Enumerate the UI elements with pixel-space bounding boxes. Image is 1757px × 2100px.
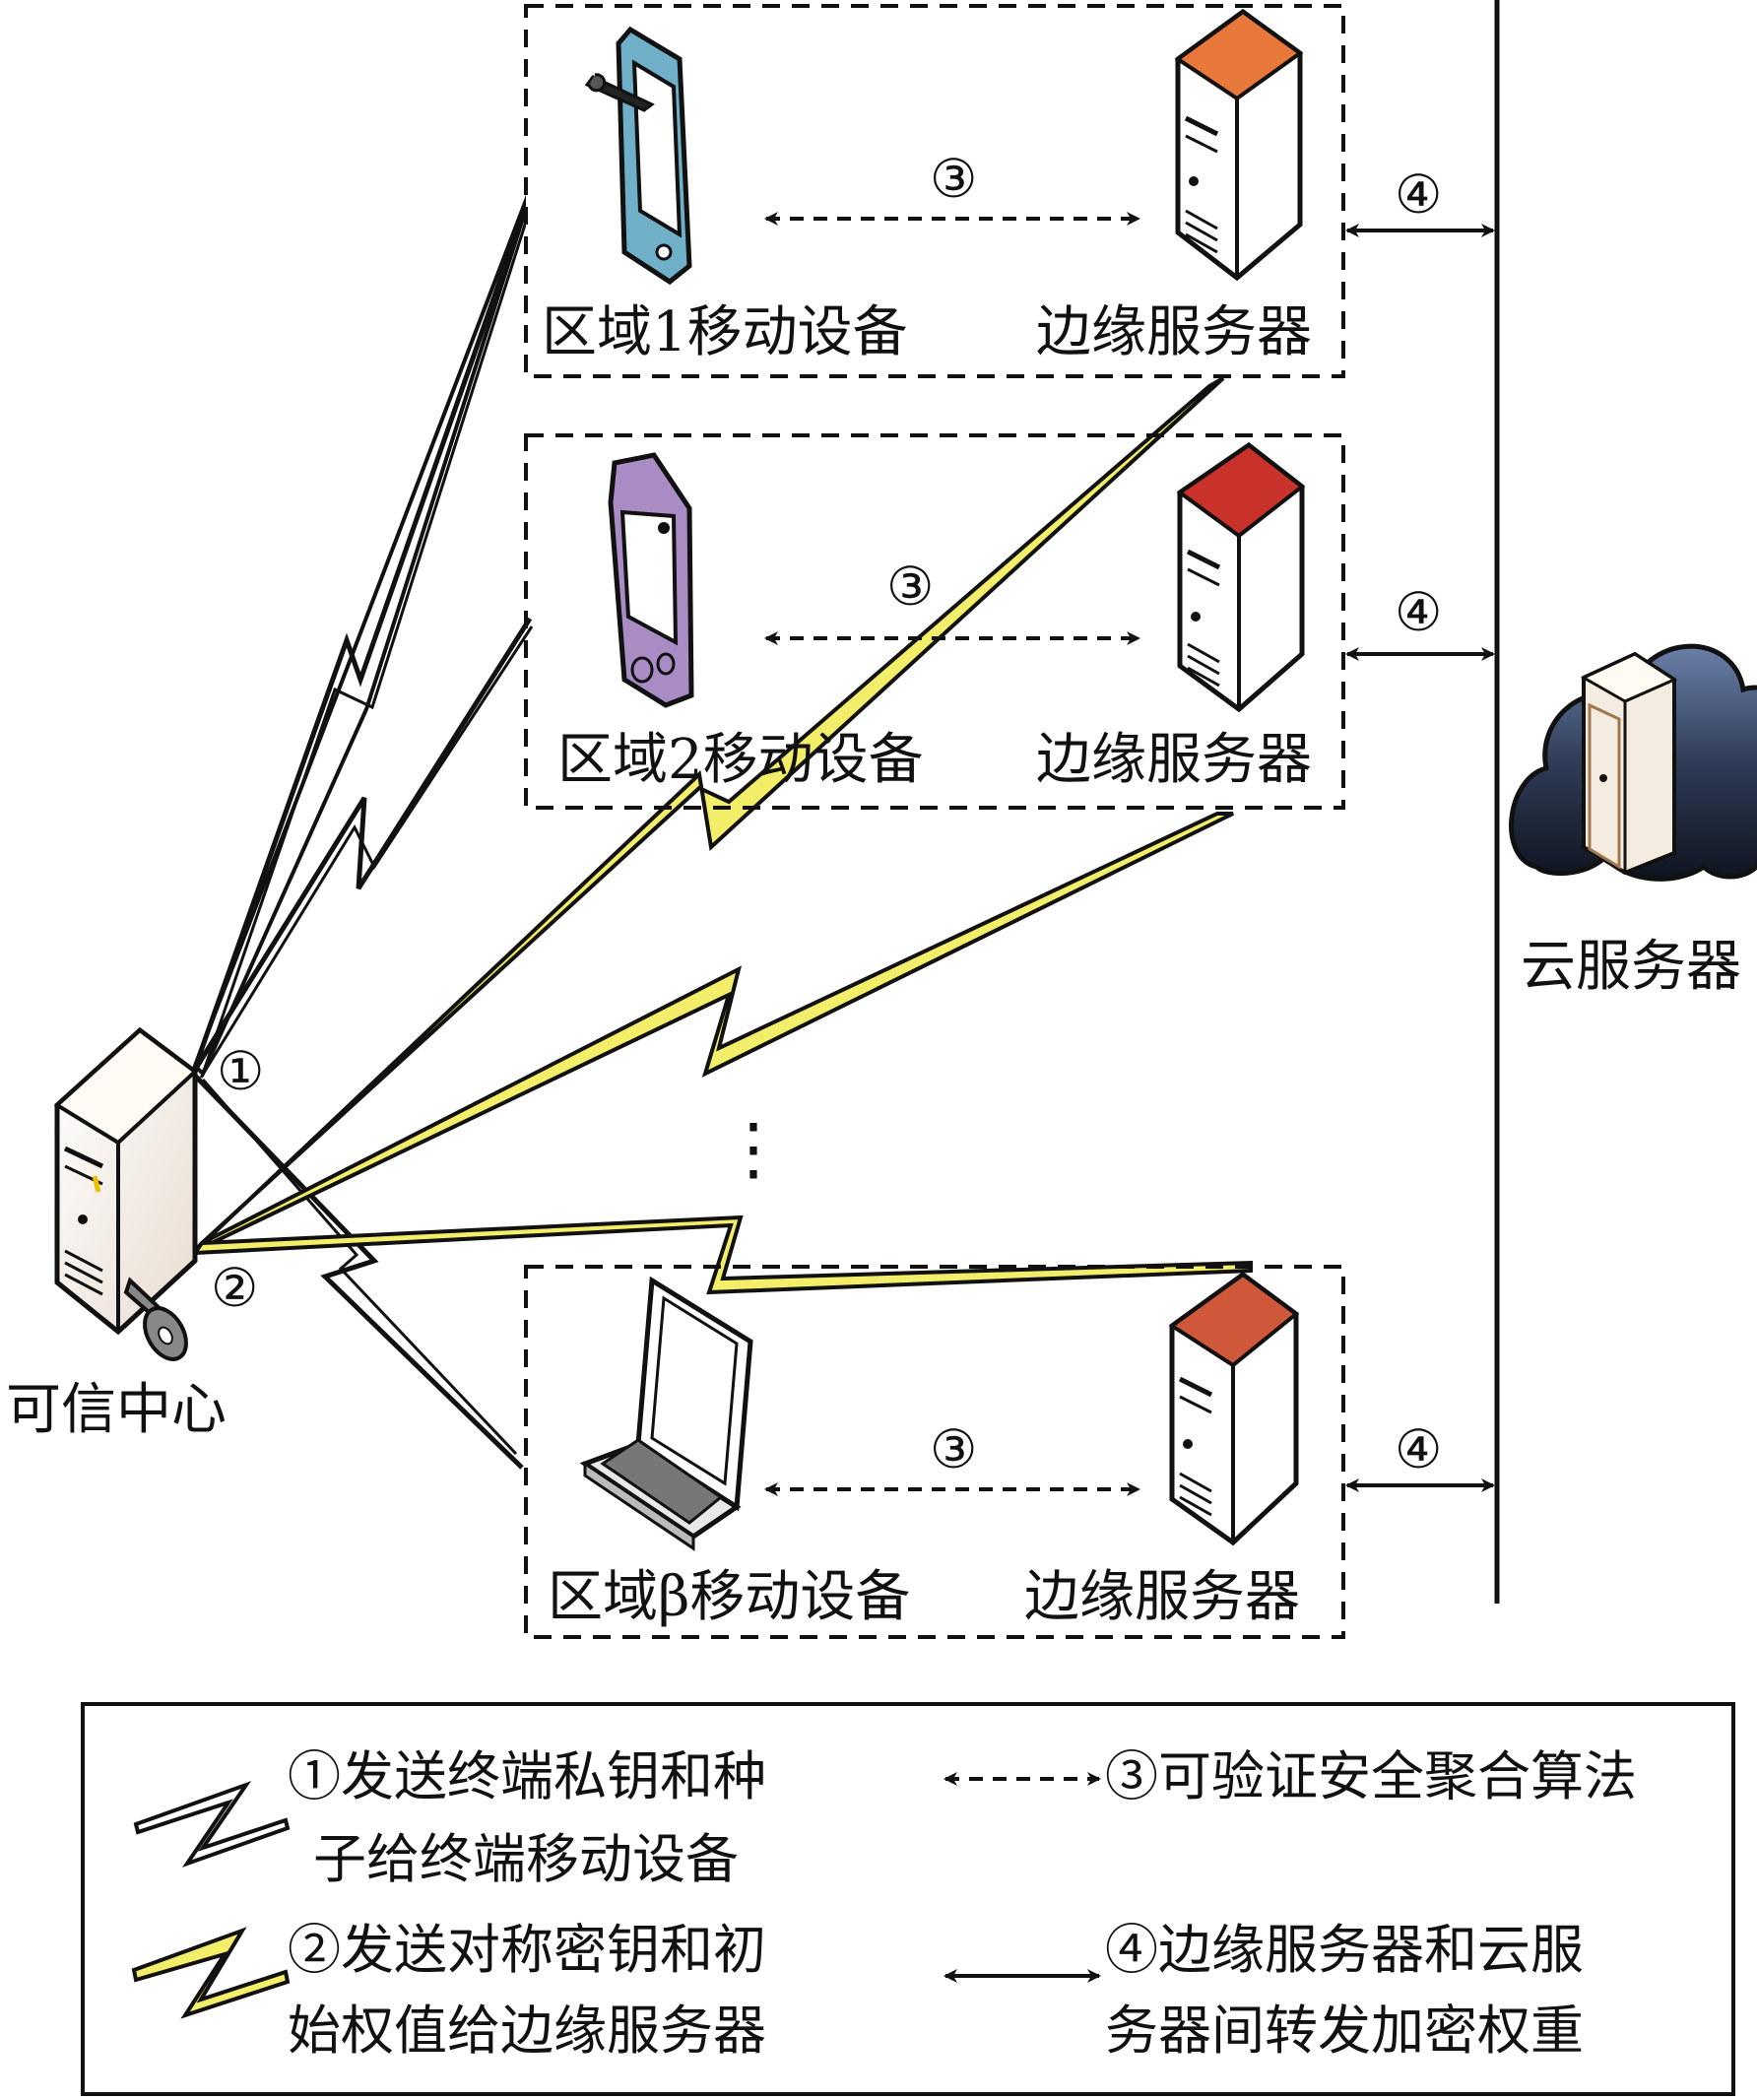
yellow-bolt-to-server-beta: [191, 1214, 1253, 1295]
region2-device-label: 区域2移动设备: [557, 728, 924, 792]
region-beta-box: [524, 1265, 1345, 1639]
step4-label: ④: [1395, 581, 1442, 643]
ellipsis: ⋮: [719, 1108, 788, 1189]
region-beta-device-label: 区域β移动设备: [548, 1565, 910, 1629]
legend-item3-line1: ③可验证安全聚合算法: [1105, 1745, 1637, 1807]
edge-server-icon: [1174, 8, 1304, 282]
legend-item2-line1: ②发送对称密钥和初: [288, 1919, 766, 1981]
trusted-center-label: 可信中心: [6, 1378, 227, 1442]
cloud-server-label: 云服务器: [1521, 935, 1741, 999]
region2-server-label: 边缘服务器: [1036, 728, 1312, 792]
trusted-center-server-icon: [53, 1026, 199, 1336]
legend-item1-line2: 子给终端移动设备: [313, 1828, 739, 1890]
step3-label: ③: [930, 1418, 977, 1480]
legend-item2-line2: 始权值给边缘服务器: [288, 2000, 766, 2062]
region1-server-label: 边缘服务器: [1036, 300, 1312, 364]
pda-icon: [608, 452, 694, 708]
laptop-icon: [579, 1276, 753, 1551]
yellow-bolt-to-server2: [193, 812, 1234, 1253]
legend-yellow-bolt-icon: [131, 1927, 291, 2019]
region1-device-label: 区域1移动设备: [542, 300, 908, 364]
region-beta-server-label: 边缘服务器: [1024, 1565, 1300, 1629]
legend-box: [81, 1702, 1735, 2096]
step4-label: ④: [1395, 164, 1442, 226]
step1-label: ①: [217, 1040, 264, 1102]
bolt-to-region1: [192, 194, 534, 1078]
cloud-server-icon: [1509, 643, 1757, 882]
edge-server-icon: [1168, 1271, 1300, 1546]
step3-label: ③: [930, 148, 977, 210]
region2-box: [524, 433, 1345, 810]
edge-server-icon: [1176, 441, 1306, 713]
phone-icon: [584, 26, 692, 286]
legend-item4-line1: ④边缘服务器和云服: [1105, 1919, 1584, 1981]
yellow-bolt-to-server1: [193, 376, 1225, 1253]
step3-label: ③: [886, 556, 934, 618]
legend-item4-line2: 务器间转发加密权重: [1105, 2000, 1584, 2062]
bolt-to-region2: [192, 617, 534, 1079]
step2-label: ②: [211, 1257, 258, 1319]
legend-white-bolt-icon: [133, 1781, 291, 1868]
key-icon: [123, 1277, 188, 1361]
step4-label: ④: [1395, 1418, 1442, 1480]
legend-item1-line1: ①发送终端私钥和种: [288, 1745, 766, 1807]
